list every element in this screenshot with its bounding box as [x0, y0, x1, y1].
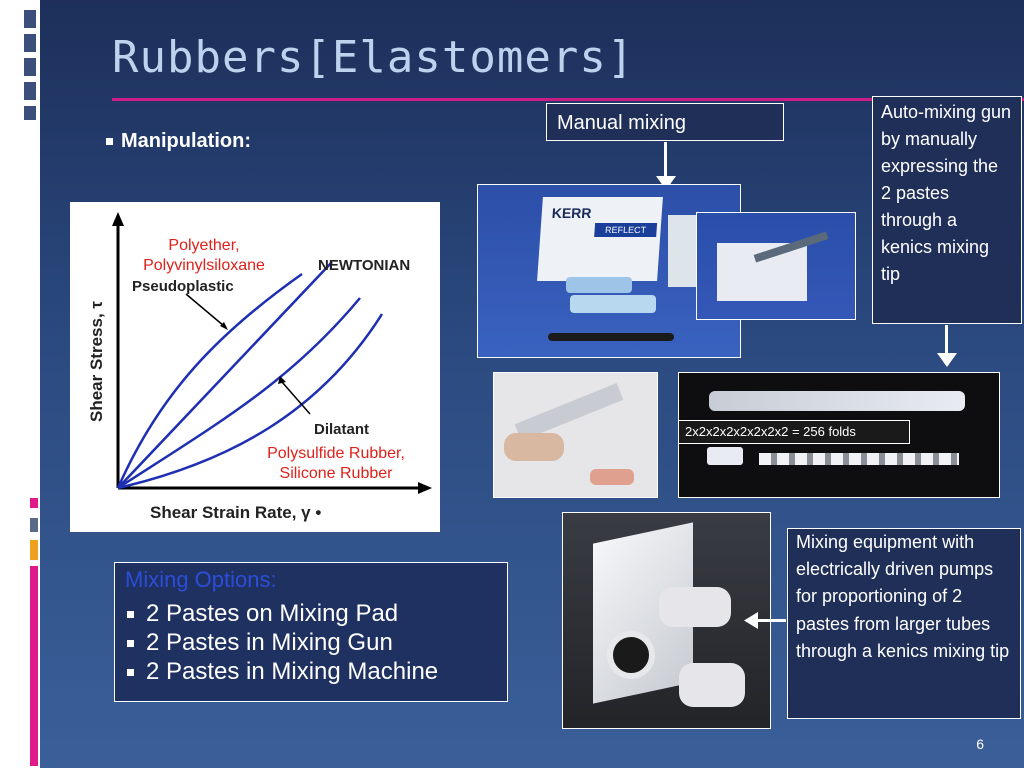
- label-silicone: Silicone Rubber: [280, 465, 394, 482]
- list-item: 2 Pastes on Mixing Pad: [127, 599, 507, 628]
- label-polysulfide: Polysulfide Rubber,: [267, 445, 405, 462]
- curve-3: [117, 297, 361, 490]
- equipment-arrow-line: [756, 619, 786, 622]
- mixing-machine-photo: [562, 512, 771, 729]
- gun-on-pad-photo: [696, 212, 856, 320]
- kerr-logo: KERR: [551, 205, 593, 221]
- auto-mixing-label: Auto-mixing gun by manually expressing t…: [872, 96, 1022, 324]
- spatula: [548, 333, 674, 341]
- strip-accent-pink-1: [30, 498, 38, 508]
- pointer-arrow-icon-2: [278, 376, 286, 384]
- label-polyether: Polyether,: [168, 237, 239, 254]
- hand-gun-photo: [493, 372, 658, 498]
- auto-arrow-icon: [937, 353, 957, 367]
- manual-arrow-line: [664, 142, 667, 178]
- newtonian-curve: [117, 261, 333, 489]
- mixing-options-title: Mixing Options:: [125, 567, 277, 592]
- x-axis-label: Shear Strain Rate, γ •: [150, 503, 321, 522]
- gloved-hand-1: [659, 587, 731, 627]
- hand: [504, 433, 564, 461]
- y-axis-label: Shear Stress, τ: [87, 301, 106, 422]
- gloved-hand-2: [679, 663, 745, 707]
- label-newtonian: NEWTONIAN: [318, 257, 410, 274]
- bullet-square-icon: [127, 611, 134, 619]
- list-item: 2 Pastes in Mixing Gun: [127, 628, 507, 657]
- auto-arrow-line: [945, 325, 948, 355]
- mixing-options-box: Mixing Options: 2 Pastes on Mixing Pad 2…: [114, 562, 508, 702]
- rheology-chart: Polyether, Polyvinylsiloxane NEWTONIAN P…: [70, 202, 440, 532]
- dilatant-curve: [117, 313, 384, 490]
- pseudoplastic-curve: [116, 272, 303, 489]
- folds-caption: 2x2x2x2x2x2x2x2 = 256 folds: [678, 420, 910, 444]
- pointer-pseudoplastic: [185, 293, 225, 327]
- list-item: 2 Pastes in Mixing Machine: [127, 657, 507, 686]
- label-dilatant: Dilatant: [314, 421, 369, 438]
- x-axis-arrow-icon: [418, 482, 432, 494]
- strip-accent-gray: [30, 518, 38, 532]
- manual-mixing-label: Manual mixing: [546, 103, 784, 141]
- label-polyvinyl: Polyvinylsiloxane: [143, 257, 265, 274]
- bullet-heading: Manipulation:: [106, 130, 251, 153]
- page-title: Rubbers[Elastomers]: [112, 32, 635, 83]
- y-axis-arrow-icon: [112, 212, 124, 226]
- strip-accent-pink-2: [30, 566, 38, 766]
- title-rule: [112, 98, 1024, 101]
- kerr-box: KERR REFLECT: [537, 197, 663, 281]
- paste-tube-1: [566, 277, 632, 293]
- bullet-square-icon: [127, 640, 134, 648]
- mixing-tip-nozzle: [709, 391, 965, 411]
- mixing-equipment-label: Mixing equipment with electrically drive…: [787, 528, 1021, 719]
- machine-port-icon: [607, 631, 655, 679]
- pointer-dilatant: [281, 381, 311, 415]
- impression-material: [590, 469, 634, 485]
- strip-accent-orange: [30, 540, 38, 560]
- strip-accent-top: [24, 10, 36, 120]
- tip-cap: [707, 447, 743, 465]
- paste-tube-2: [570, 295, 656, 313]
- bullet-square-icon: [127, 669, 134, 677]
- equipment-arrow-icon: [744, 612, 758, 629]
- bullet-square-icon: [106, 138, 113, 146]
- manual-arrow-icon: [656, 176, 676, 190]
- rheology-chart-svg: Polyether, Polyvinylsiloxane NEWTONIAN P…: [87, 212, 432, 522]
- reflect-logo: REFLECT: [594, 223, 658, 237]
- label-pseudoplastic: Pseudoplastic: [132, 278, 234, 295]
- kenics-element: [759, 453, 959, 465]
- pointer-arrow-icon: [220, 322, 228, 330]
- page-number: 6: [976, 736, 984, 752]
